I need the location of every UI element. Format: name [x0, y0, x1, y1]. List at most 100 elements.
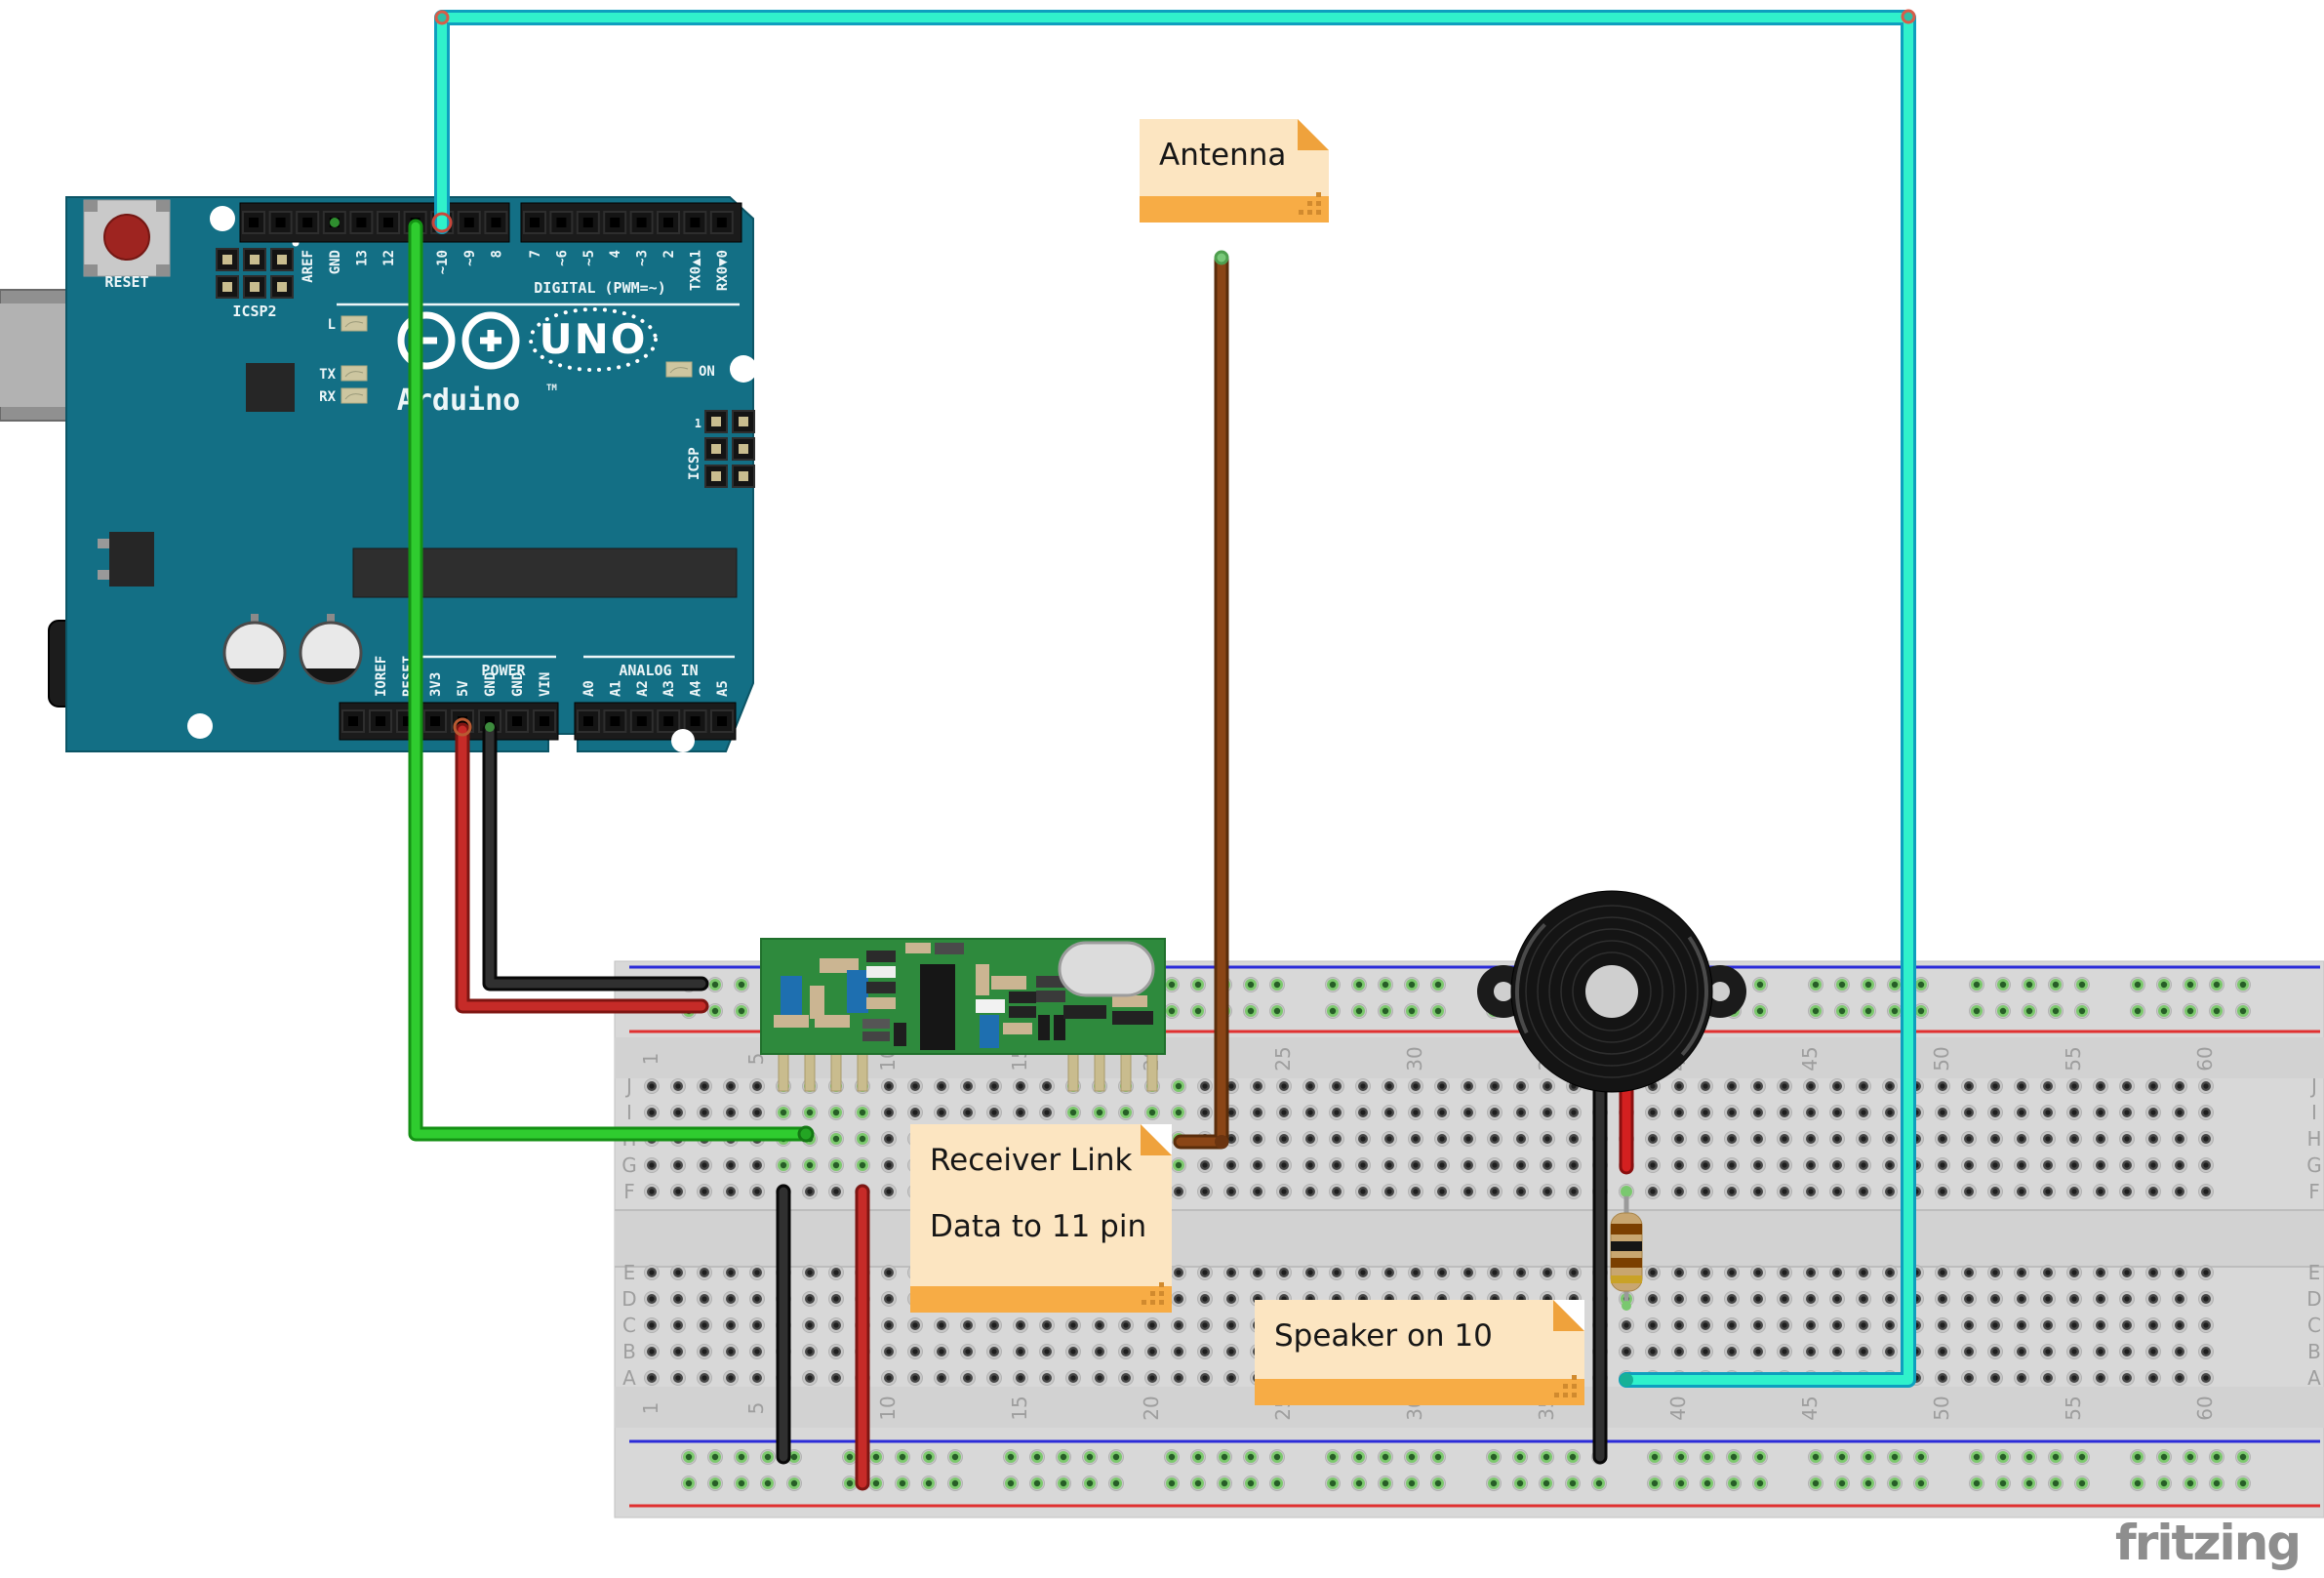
- smd-component: [976, 964, 989, 995]
- antenna-bend: [1215, 1135, 1228, 1149]
- icsp2-label: ICSP2: [232, 303, 276, 320]
- smd-component: [815, 1015, 850, 1028]
- fritzing-watermark: fritzing: [2115, 1515, 2302, 1571]
- breadboard-column-number: 20: [1140, 1396, 1163, 1420]
- smd-component: [1063, 1005, 1106, 1019]
- aqua-wire-end: [1620, 1373, 1633, 1387]
- breadboard-row-label: G: [621, 1153, 637, 1177]
- breadboard-column-number: 50: [1930, 1396, 1953, 1420]
- note-text-line: Data to 11 pin: [930, 1209, 1147, 1244]
- smd-component: [866, 951, 896, 962]
- smd-component: [1112, 995, 1147, 1007]
- led: [341, 315, 368, 332]
- note-title-bar[interactable]: [1140, 196, 1329, 223]
- breadboard-row-label: B: [622, 1340, 636, 1363]
- pin-gnd-connection: [485, 722, 495, 732]
- breadboard-column-number: 45: [1798, 1046, 1822, 1071]
- breadboard-row-label: J: [2309, 1074, 2317, 1098]
- note-speaker[interactable]: Speaker on 10: [1255, 1300, 1584, 1405]
- svg-text:L: L: [328, 317, 336, 333]
- breadboard-row-label: I: [626, 1101, 632, 1124]
- note-fold-icon: [1298, 119, 1329, 150]
- saw-filter-can: [1058, 941, 1155, 997]
- arduino-pin-label: GND: [510, 672, 526, 697]
- arduino-pin-label: A4: [689, 680, 704, 697]
- arduino-pin-label: A0: [581, 680, 597, 697]
- arduino-pin-label: AREF: [301, 250, 316, 283]
- breadboard-row-label: B: [2307, 1340, 2321, 1363]
- breadboard-column-number: 5: [744, 1402, 768, 1415]
- led: [665, 361, 693, 378]
- arduino-pin-label: GND: [483, 672, 499, 697]
- arduino-pin-label: 3V3: [428, 672, 444, 697]
- capacitor: [222, 621, 287, 685]
- note-fold-icon: [1141, 1124, 1172, 1155]
- smd-component: [976, 999, 1005, 1013]
- smd-component: [1003, 1023, 1032, 1034]
- speaker-center-hole: [1585, 965, 1638, 1018]
- breadboard-row-label: F: [623, 1180, 635, 1203]
- arduino-pin-label: ~6: [554, 250, 570, 266]
- svg-text:TM: TM: [546, 384, 557, 393]
- breadboard-row-label: I: [2311, 1101, 2317, 1124]
- wire-pin11-to-receiver-data[interactable]: [408, 219, 814, 1142]
- breadboard-column-number: 45: [1798, 1396, 1822, 1420]
- arduino-pin-label: 7: [528, 250, 543, 258]
- connection-markers: [330, 9, 1916, 1387]
- breadboard-row-label: E: [2308, 1261, 2321, 1284]
- breadboard-column-number: 1: [639, 1402, 662, 1415]
- arduino-logo-icon: [397, 311, 456, 370]
- arduino-pin-label: ~3: [635, 250, 651, 266]
- breadboard-row-label: G: [2306, 1153, 2322, 1177]
- bendpoint-top-left: [434, 10, 450, 25]
- rf-receiver-module[interactable]: [760, 938, 1166, 1092]
- smd-component: [894, 1023, 906, 1046]
- arduino-pin-label: 2: [661, 250, 677, 258]
- arduino-pin-label: 4: [608, 250, 623, 258]
- breadboard-column-number: 60: [2193, 1396, 2217, 1420]
- arduino-pin-label: RX0▼0: [715, 250, 731, 291]
- note-resize-grip-icon[interactable]: [1142, 1300, 1146, 1305]
- smd-component: [1009, 1006, 1036, 1018]
- svg-text:TX: TX: [319, 367, 336, 383]
- breadboard-row-label: J: [624, 1074, 632, 1098]
- arduino-pin-label: ~9: [462, 250, 478, 266]
- breadboard-row-label: E: [623, 1261, 636, 1284]
- smd-component: [980, 1015, 999, 1048]
- svg-text:RX: RX: [319, 389, 336, 405]
- note-resize-grip-icon[interactable]: [1554, 1393, 1559, 1397]
- note-title-bar[interactable]: [1255, 1379, 1584, 1405]
- arduino-pin-label: VIN: [538, 672, 553, 697]
- resistor[interactable]: [1610, 1187, 1643, 1311]
- wire-5v-to-rail[interactable]: [455, 722, 709, 1014]
- mounting-hole: [187, 713, 213, 739]
- note-text-line: Receiver Link: [930, 1143, 1133, 1178]
- wire-gnd-to-rail[interactable]: [482, 722, 709, 991]
- breadboard-column-number: 1: [639, 1053, 662, 1066]
- piezo-speaker[interactable]: [1477, 860, 1746, 1123]
- smd-component: [862, 1032, 890, 1041]
- svg-text:ON: ON: [699, 364, 715, 380]
- breadboard-column-number: 55: [2062, 1046, 2085, 1071]
- smd-component: [866, 997, 896, 1009]
- pin10-connection-ring: [431, 212, 453, 233]
- arduino-pin-label: IOREF: [374, 656, 389, 697]
- arduino-pin-label: 13: [354, 250, 370, 266]
- digital-label: DIGITAL (PWM=~): [534, 279, 665, 297]
- note-receiver[interactable]: Receiver Link Data to 11 pin: [910, 1124, 1172, 1313]
- analog-header[interactable]: [574, 702, 737, 741]
- uno-badge: [529, 307, 658, 372]
- breadboard-row-label: C: [2307, 1314, 2321, 1337]
- arduino-pin-label: GND: [328, 250, 343, 274]
- usb-chip: [246, 363, 295, 412]
- smd-component: [810, 986, 824, 1019]
- note-resize-grip-icon[interactable]: [1299, 210, 1303, 215]
- icsp-label: ICSP: [687, 447, 702, 480]
- breadboard-column-number: 50: [1930, 1046, 1953, 1071]
- smd-component: [1036, 991, 1065, 1002]
- note-fold-icon: [1553, 1300, 1584, 1331]
- note-antenna[interactable]: Antenna: [1140, 119, 1329, 223]
- note-title-bar[interactable]: [910, 1286, 1172, 1313]
